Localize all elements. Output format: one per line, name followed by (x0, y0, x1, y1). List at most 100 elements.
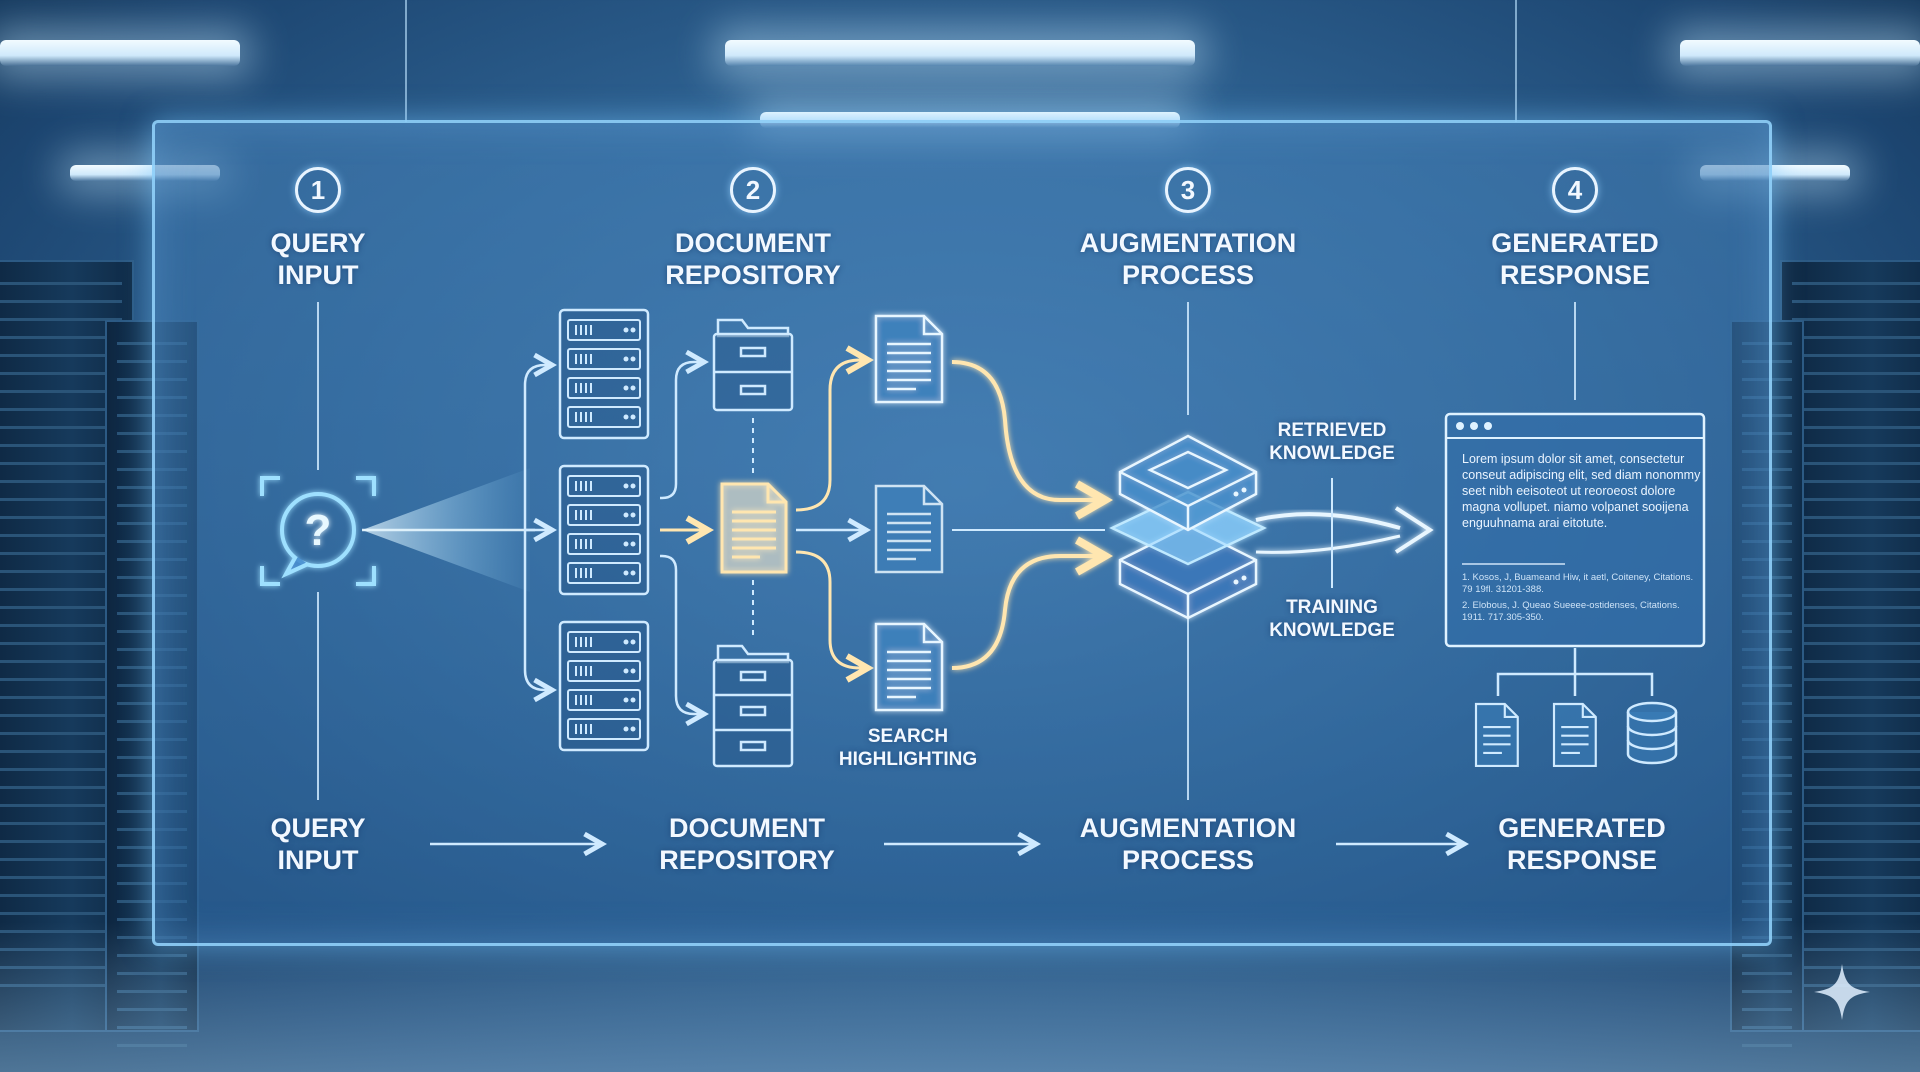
rack-slot (1792, 876, 1920, 879)
rack-slot (0, 516, 122, 519)
rack-slot (1792, 948, 1920, 951)
response-text: Lorem ipsum dolor sit amet, consectetur … (1462, 452, 1701, 530)
footer-query-input: QUERY INPUT (270, 813, 366, 875)
document-icon (1474, 702, 1519, 767)
rack-slot (1792, 894, 1920, 897)
rack-slot (0, 948, 122, 951)
rack-slot (1792, 570, 1920, 573)
rack-slot (0, 804, 122, 807)
rack-slot (1792, 318, 1920, 321)
response-reference: 1. Kosos, J, Buameand Hiw, it aetl, Coit… (1462, 572, 1694, 595)
retrieved-knowledge-label: RETRIEVED KNOWLEDGE (1269, 420, 1395, 464)
rack-slot (1792, 390, 1920, 393)
rack-slot (0, 966, 122, 969)
rack-slot (1792, 822, 1920, 825)
rack-slot (0, 444, 122, 447)
rack-slot (1792, 498, 1920, 501)
document-icon (1552, 702, 1597, 767)
rack-slot (0, 408, 122, 411)
rack-slot (0, 426, 122, 429)
rack-slot (0, 498, 122, 501)
rack-slot (1792, 660, 1920, 663)
rack-slot (1792, 858, 1920, 861)
database-icon (1626, 701, 1678, 765)
server-rack-icon (558, 620, 650, 752)
rack-slot (1792, 930, 1920, 933)
panel-hanger (405, 0, 407, 122)
step-number: 4 (1552, 167, 1598, 213)
response-reference: 2. Elobous, J. Queao Sueeee-ostidenses, … (1462, 600, 1680, 623)
rack-slot (1792, 372, 1920, 375)
rack-slot (117, 972, 187, 975)
rack-slot (1742, 1044, 1792, 1047)
rack-slot (1792, 426, 1920, 429)
rack-slot (0, 840, 122, 843)
training-knowledge-label: TRAINING KNOWLEDGE (1269, 597, 1395, 641)
rack-slot (0, 606, 122, 609)
rack-slot (1792, 480, 1920, 483)
rack-slot (0, 624, 122, 627)
rack-slot (0, 786, 122, 789)
document-icon (874, 314, 944, 404)
output-arrow (1394, 506, 1434, 554)
step-title-query-input: QUERY INPUT (270, 228, 366, 290)
rack-slot (1742, 954, 1792, 957)
rack-slot (0, 318, 122, 321)
ceiling-light (1680, 40, 1920, 66)
rack-slot (1792, 300, 1920, 303)
document-icon (874, 484, 944, 574)
rack-slot (1792, 354, 1920, 357)
rack-slot (1792, 282, 1920, 285)
rack-slot (0, 534, 122, 537)
rack-slot (0, 390, 122, 393)
rack-slot (1792, 462, 1920, 465)
rack-slot (0, 678, 122, 681)
rack-slot (1792, 750, 1920, 753)
rack-slot (0, 930, 122, 933)
ceiling-light (725, 40, 1195, 66)
rack-slot (0, 570, 122, 573)
rack-slot (0, 858, 122, 861)
rack-slot (1792, 696, 1920, 699)
rack-slot (1792, 336, 1920, 339)
rack-slot (0, 696, 122, 699)
rack-slot (1792, 552, 1920, 555)
rack-slot (1742, 1008, 1792, 1011)
floor (0, 922, 1920, 1072)
step-number: 3 (1165, 167, 1211, 213)
footer-augmentation-process: AUGMENTATION PROCESS (1079, 813, 1297, 875)
sparkle-icon (1814, 964, 1870, 1020)
rack-slot (1792, 534, 1920, 537)
file-cabinet-icon (712, 318, 794, 412)
rack-slot (0, 372, 122, 375)
step-title-document-repository: DOCUMENT REPOSITORY (665, 228, 841, 290)
rack-slot (1792, 804, 1920, 807)
rack-slot (1792, 444, 1920, 447)
step-number: 2 (730, 167, 776, 213)
rack-slot (0, 912, 122, 915)
rack-slot (1792, 840, 1920, 843)
rack-slot (0, 876, 122, 879)
rack-slot (1792, 984, 1920, 987)
footer-document-repository: DOCUMENT REPOSITORY (659, 813, 835, 875)
rack-slot (117, 990, 187, 993)
rack-slot (0, 822, 122, 825)
rack-slot (0, 552, 122, 555)
file-cabinet-icon (712, 644, 794, 768)
layer-stack-icon (1109, 434, 1267, 620)
rack-slot (1742, 972, 1792, 975)
rack-slot (1792, 714, 1920, 717)
rack-slot (1792, 678, 1920, 681)
rack-slot (0, 336, 122, 339)
rack-slot (1792, 624, 1920, 627)
rack-slot (0, 984, 122, 987)
rack-slot (0, 714, 122, 717)
rack-slot (0, 660, 122, 663)
rack-slot (0, 588, 122, 591)
rack-slot (1792, 768, 1920, 771)
rack-slot (1742, 990, 1792, 993)
document-icon (874, 622, 944, 712)
rack-slot (1742, 1026, 1792, 1029)
server-rack-icon (558, 308, 650, 440)
